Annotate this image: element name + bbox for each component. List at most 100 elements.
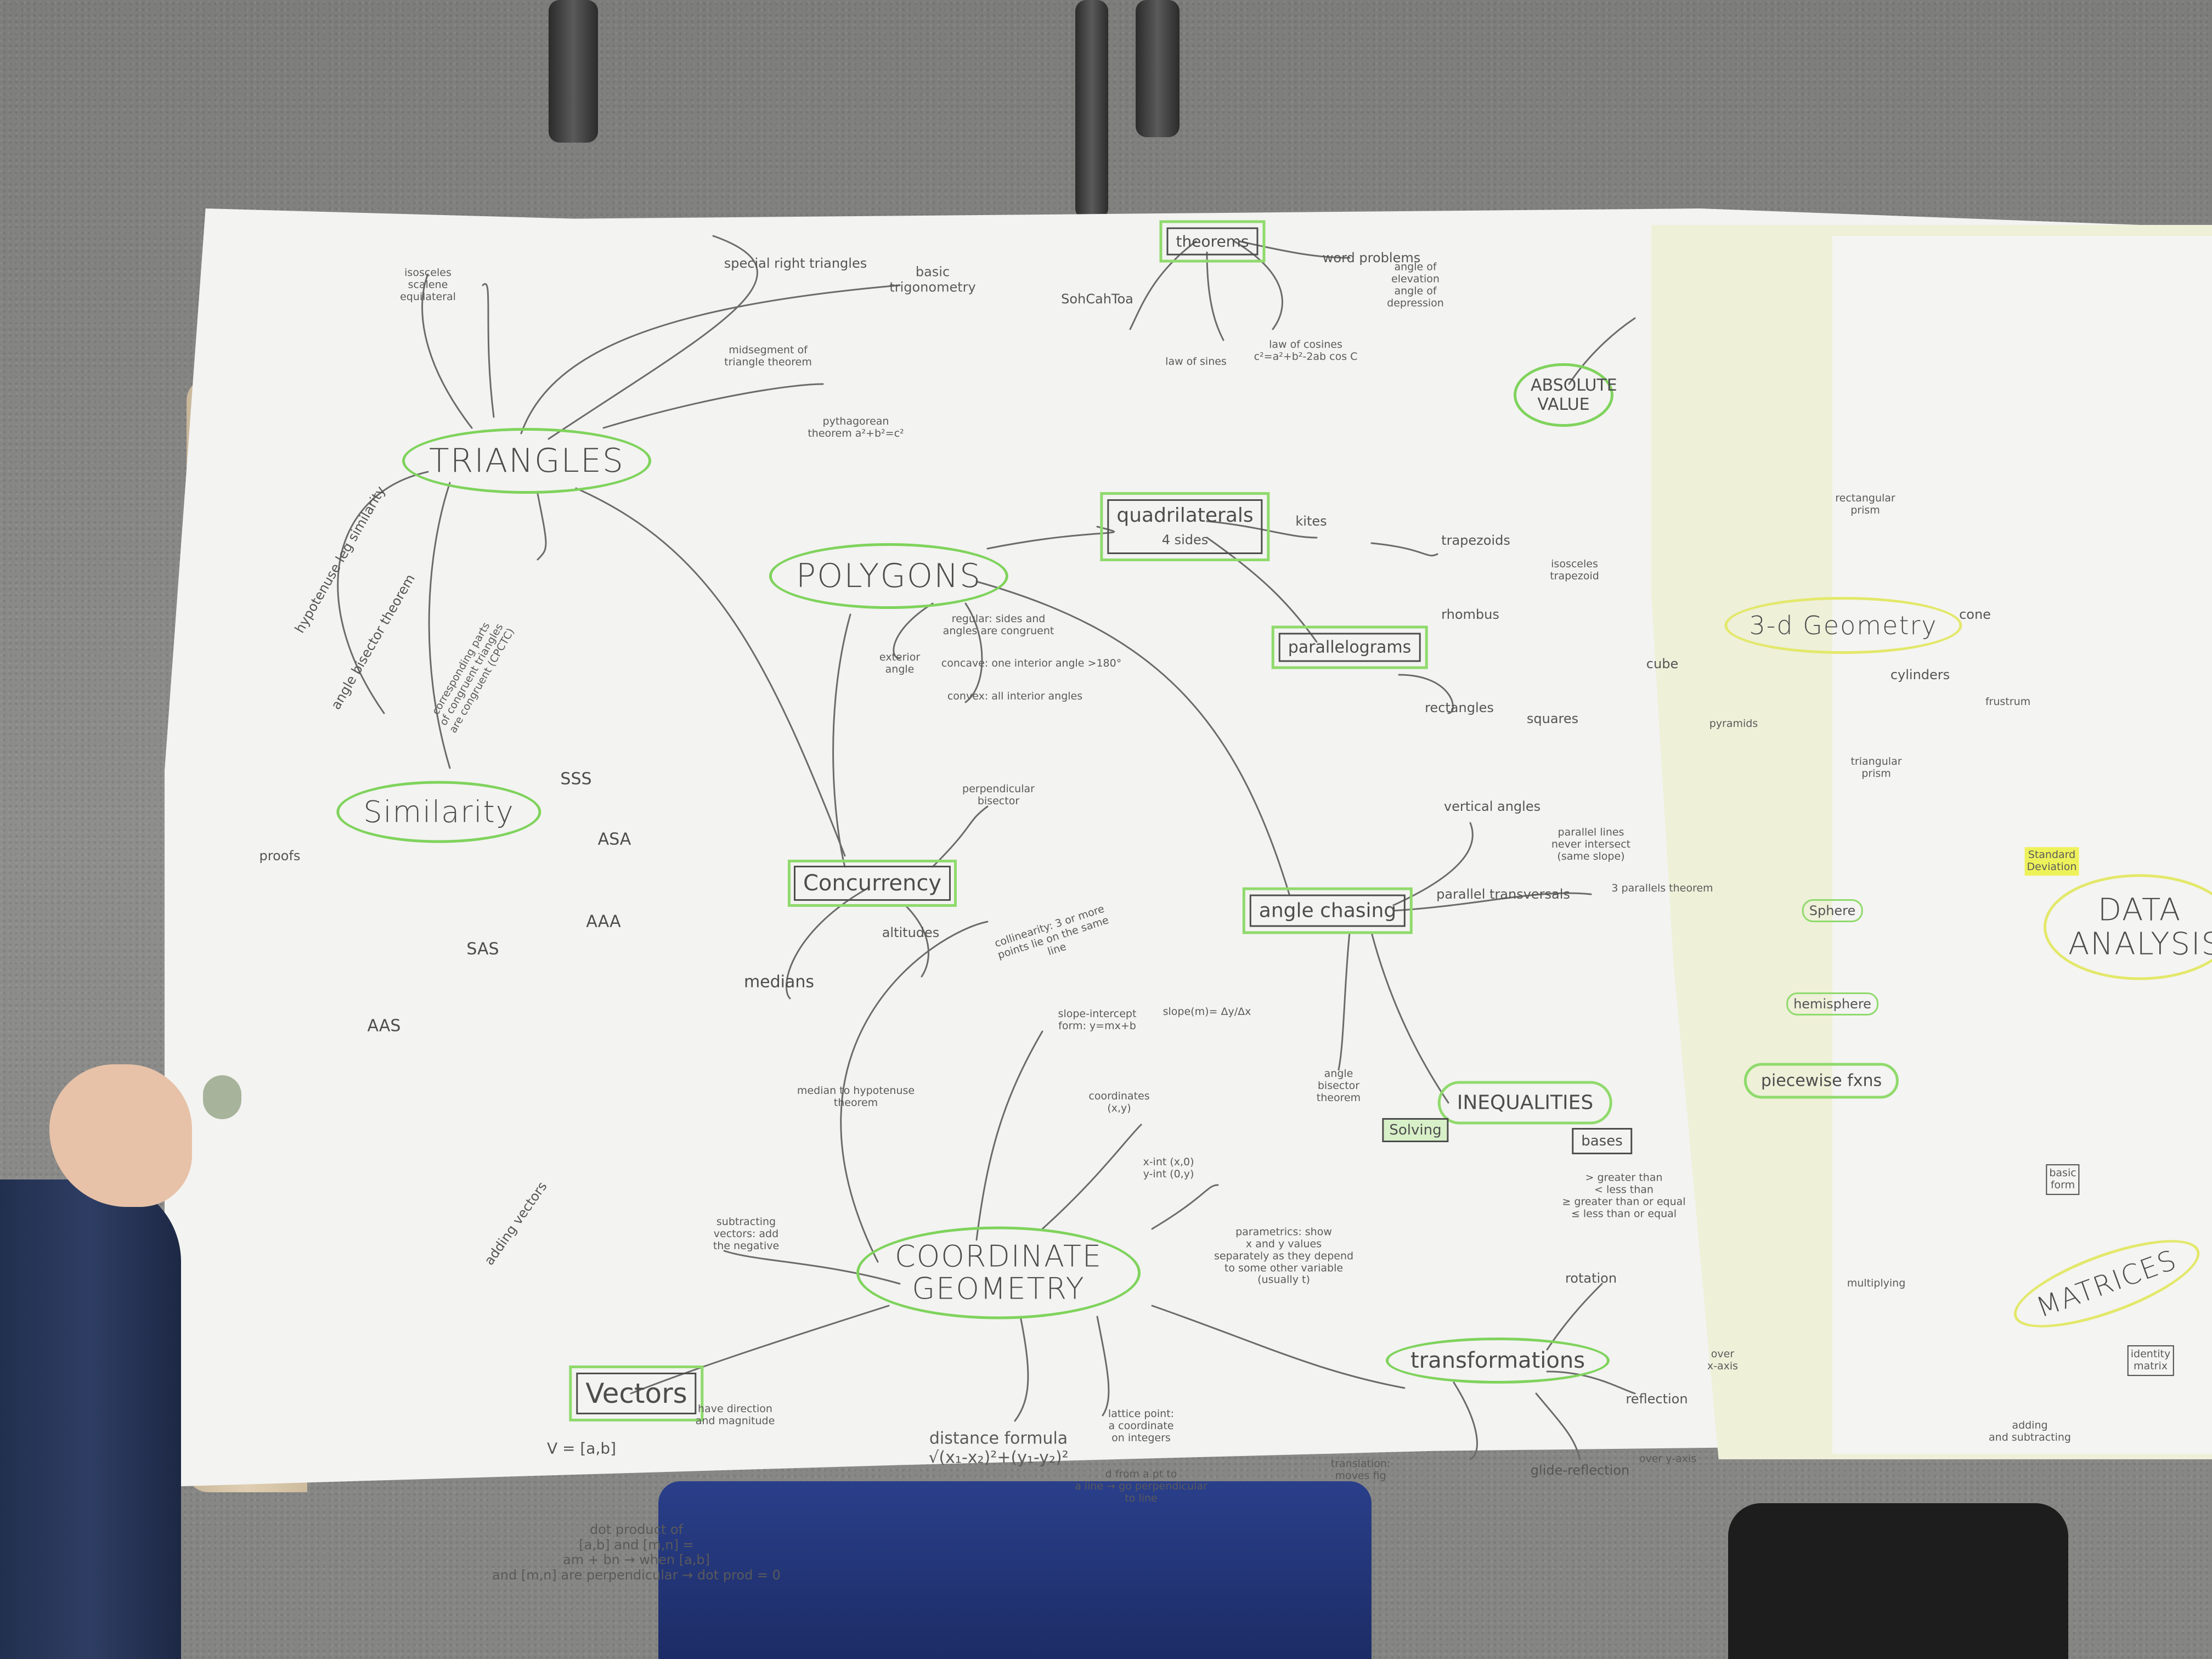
note-coordinates: coordinates (x,y) <box>1088 1090 1150 1114</box>
note-law-of-cosines: law of cosines c²=a²+b²-2ab cos C <box>1254 338 1358 363</box>
sweater-sleeve <box>0 1180 181 1659</box>
branch-line <box>1014 1316 1029 1422</box>
branch-line <box>1129 240 1197 330</box>
branch-line <box>893 602 934 659</box>
node-solving: Solving <box>1382 1118 1449 1142</box>
branch-line <box>1338 932 1351 1071</box>
note-subtracting-vectors: subtracting vectors: add the negative <box>713 1216 780 1252</box>
note-cylinders: cylinders <box>1890 667 1950 682</box>
node-theorems: theorems <box>1159 220 1266 263</box>
note-sas: SAS <box>466 939 499 959</box>
note-kites: kites <box>1295 514 1327 529</box>
note-concave: concave: one interior angle >180° <box>941 657 1122 670</box>
node-piecewise: piecewise fxns <box>1743 1063 1899 1099</box>
branch-line <box>421 273 473 429</box>
branch-line <box>630 1305 890 1395</box>
branch-line <box>1151 1184 1219 1230</box>
note-proofs: proofs <box>259 848 301 864</box>
note-over-x-axis: over x-axis <box>1707 1348 1739 1372</box>
note-angle-bisector-thm: angle bisector theorem <box>1316 1068 1361 1104</box>
note-law-of-sines: law of sines <box>1165 356 1227 368</box>
chair-leg-mid <box>1075 0 1108 219</box>
branch-line <box>975 1030 1043 1241</box>
branch-line <box>964 602 983 703</box>
branch-line <box>1392 892 1592 912</box>
branch-line <box>548 235 758 440</box>
branch-line <box>537 493 547 561</box>
node-polygons: POLYGONS <box>769 543 1009 609</box>
branch-line <box>832 613 851 868</box>
note-triangle-types: isosceles scalene equilateral <box>400 267 456 303</box>
quadrilaterals-sub: 4 sides <box>1161 532 1209 548</box>
note-vertical-angles: vertical angles <box>1443 799 1541 814</box>
note-adding-subtracting: adding and subtracting <box>1989 1419 2071 1443</box>
note-basic-trig: basic trigonometry <box>889 264 976 295</box>
note-regular: regular: sides and angles are congruent <box>943 613 1054 637</box>
note-aaa: AAA <box>586 912 621 932</box>
node-absolute-value: ABSOLUTE VALUE <box>1514 363 1617 427</box>
note-over-y-axis: over y-axis <box>1639 1453 1697 1465</box>
node-inequalities: INEQUALITIES <box>1437 1081 1613 1125</box>
note-rectangles: rectangles <box>1425 700 1494 715</box>
note-pyramids: pyramids <box>1709 718 1758 730</box>
node-quadrilaterals: quadrilaterals 4 sides <box>1100 492 1270 561</box>
note-d-point-line: d from a pt to a line → go perpendicular… <box>1075 1468 1207 1504</box>
note-medians: medians <box>743 972 815 992</box>
branch-line <box>1453 1381 1478 1460</box>
branch-line <box>1398 674 1454 714</box>
node-triangles: TRIANGLES <box>402 428 651 494</box>
branch-line <box>520 284 901 435</box>
branch-line <box>428 482 451 769</box>
note-word-problems: word problems <box>1322 250 1421 266</box>
note-inequality-basics: > greater than < less than ≥ greater tha… <box>1562 1171 1686 1220</box>
note-vectors-dir: have direction and magnitude <box>695 1403 775 1427</box>
branch-line <box>1096 1316 1110 1417</box>
note-midsegment: midsegment of triangle theorem <box>724 344 812 368</box>
note-sphere: Sphere <box>1802 899 1863 922</box>
note-sss: SSS <box>560 769 592 789</box>
node-similarity: Similarity <box>336 781 541 843</box>
fingernail <box>203 1075 241 1119</box>
note-triangular-prism: triangular prism <box>1850 755 1902 780</box>
note-cube: cube <box>1646 656 1679 672</box>
node-vectors: Vectors <box>569 1365 704 1421</box>
note-identity-matrix: identity matrix <box>2127 1345 2174 1376</box>
note-distance-formula: distance formula √(x₁-x₂)²+(y₁-y₂)² <box>928 1429 1069 1467</box>
node-parallelograms: parallelograms <box>1271 625 1428 669</box>
branch-line <box>575 487 846 857</box>
branch-line <box>975 580 1290 895</box>
note-multiplying: multiplying <box>1847 1277 1906 1290</box>
note-standard-deviation: Standard Deviation <box>2024 847 2079 876</box>
note-perp-bisector: perpendicular bisector <box>962 783 1035 807</box>
note-translation: translation: moves fig <box>1330 1458 1391 1482</box>
note-rhombus: rhombus <box>1441 607 1499 622</box>
note-parametrics: parametrics: show x and y values separat… <box>1214 1226 1354 1286</box>
branch-line <box>932 805 989 868</box>
hand <box>49 1064 192 1207</box>
note-special-right-triangles: special right triangles <box>724 256 867 271</box>
branch-line <box>1392 822 1474 906</box>
branch-line <box>785 888 868 1000</box>
shoe <box>1728 1503 2068 1659</box>
note-rotation: rotation <box>1565 1271 1617 1286</box>
branch-line <box>1041 1124 1142 1230</box>
node-3d-geometry: 3-d Geometry <box>1724 597 1962 654</box>
node-angle-chasing: angle chasing <box>1242 887 1413 934</box>
branch-line <box>1151 1305 1406 1389</box>
note-asa: ASA <box>597 830 631 849</box>
note-intercepts: x-int (x,0) y-int (0,y) <box>1143 1156 1194 1180</box>
note-slope-intercept: slope-intercept form: y=mx+b <box>1058 1008 1137 1032</box>
note-sohcahtoa: SohCahToa <box>1061 291 1133 307</box>
note-median-hyp: median to hypotenuse theorem <box>797 1085 915 1109</box>
note-trapezoids: trapezoids <box>1441 533 1510 548</box>
branch-line <box>1535 1392 1581 1460</box>
branch-line <box>840 921 989 1263</box>
branch-line <box>1206 520 1318 539</box>
branch-line <box>1370 542 1438 557</box>
branch-line <box>482 283 495 418</box>
note-basic-form: basic form <box>2046 1164 2080 1195</box>
note-reflection: reflection <box>1626 1391 1688 1407</box>
note-isosceles-trapezoid: isosceles trapezoid <box>1550 558 1599 582</box>
chair-leg-left <box>549 0 598 143</box>
note-dot-product: dot product of [a,b] and [m,n] = am + bn… <box>492 1521 781 1583</box>
